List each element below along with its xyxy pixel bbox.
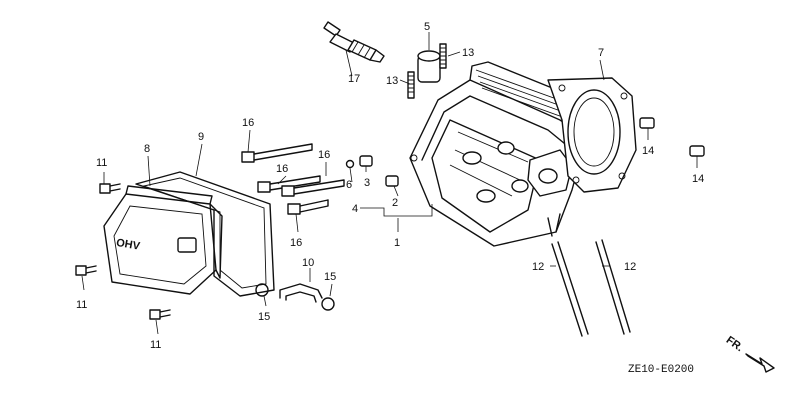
callout-14-right: 14 [692,173,704,185]
stud-14-right [689,145,705,157]
stud-14-left [639,117,655,129]
callout-15-left: 15 [258,311,270,323]
tube-clip-right [321,297,335,311]
callout-11-lower: 11 [150,339,161,351]
callout-1: 1 [394,237,400,249]
callout-13-upper: 13 [462,47,474,59]
callout-16-mid-left: 16 [276,163,288,175]
callout-10: 10 [302,257,314,269]
callout-7: 7 [598,47,604,59]
callouts: 17 5 13 13 7 14 14 8 9 11 11 11 16 16 16… [76,21,704,351]
flange-bolt-mid [281,179,345,197]
callout-14-left: 14 [642,145,654,157]
leader-lines [81,32,698,335]
head-gasket [547,77,637,193]
cylinder-head [409,61,587,247]
callout-16-mid-right: 16 [318,149,330,161]
valve-collar-3 [359,155,373,167]
spark-plug [323,21,385,63]
small-bolt-left [75,265,97,276]
callout-12-left: 12 [532,261,544,273]
valve-cover: OHV [103,185,223,295]
breather-tube [279,283,323,303]
callout-2: 2 [392,197,398,209]
callout-12-right: 12 [624,261,636,273]
callout-6: 6 [346,179,352,191]
flange-bolt-top [241,143,313,163]
front-direction-arrow: FR. [724,334,775,373]
callout-13-lower: 13 [386,75,398,87]
callout-17: 17 [348,73,360,85]
callout-3: 3 [364,177,370,189]
stud-bolt-lower [407,71,415,99]
stud-bolt-upper [439,43,447,69]
front-arrow-label: FR. [724,334,745,354]
tube-clip-left [255,283,269,297]
cover-lettering: OHV [115,237,141,253]
callout-4: 4 [352,203,358,215]
small-bolt-lower [149,309,171,320]
valve-collar-2 [385,175,399,187]
diagram-code: ZE10-E0200 [628,364,694,376]
small-bolt-upper [99,183,121,194]
push-rod-left [551,241,589,337]
dowel-pin [417,50,441,83]
push-rod-right [595,239,631,335]
flange-bolt-low [287,199,329,215]
callout-15-right: 15 [324,271,336,283]
callout-9: 9 [198,131,204,143]
callout-5: 5 [424,21,430,33]
washer-6 [345,159,355,169]
callout-16-top: 16 [242,117,254,129]
callout-8: 8 [144,143,150,155]
callout-11-upper: 11 [96,157,107,169]
callout-16-low: 16 [290,237,302,249]
callout-11-left: 11 [76,299,87,311]
